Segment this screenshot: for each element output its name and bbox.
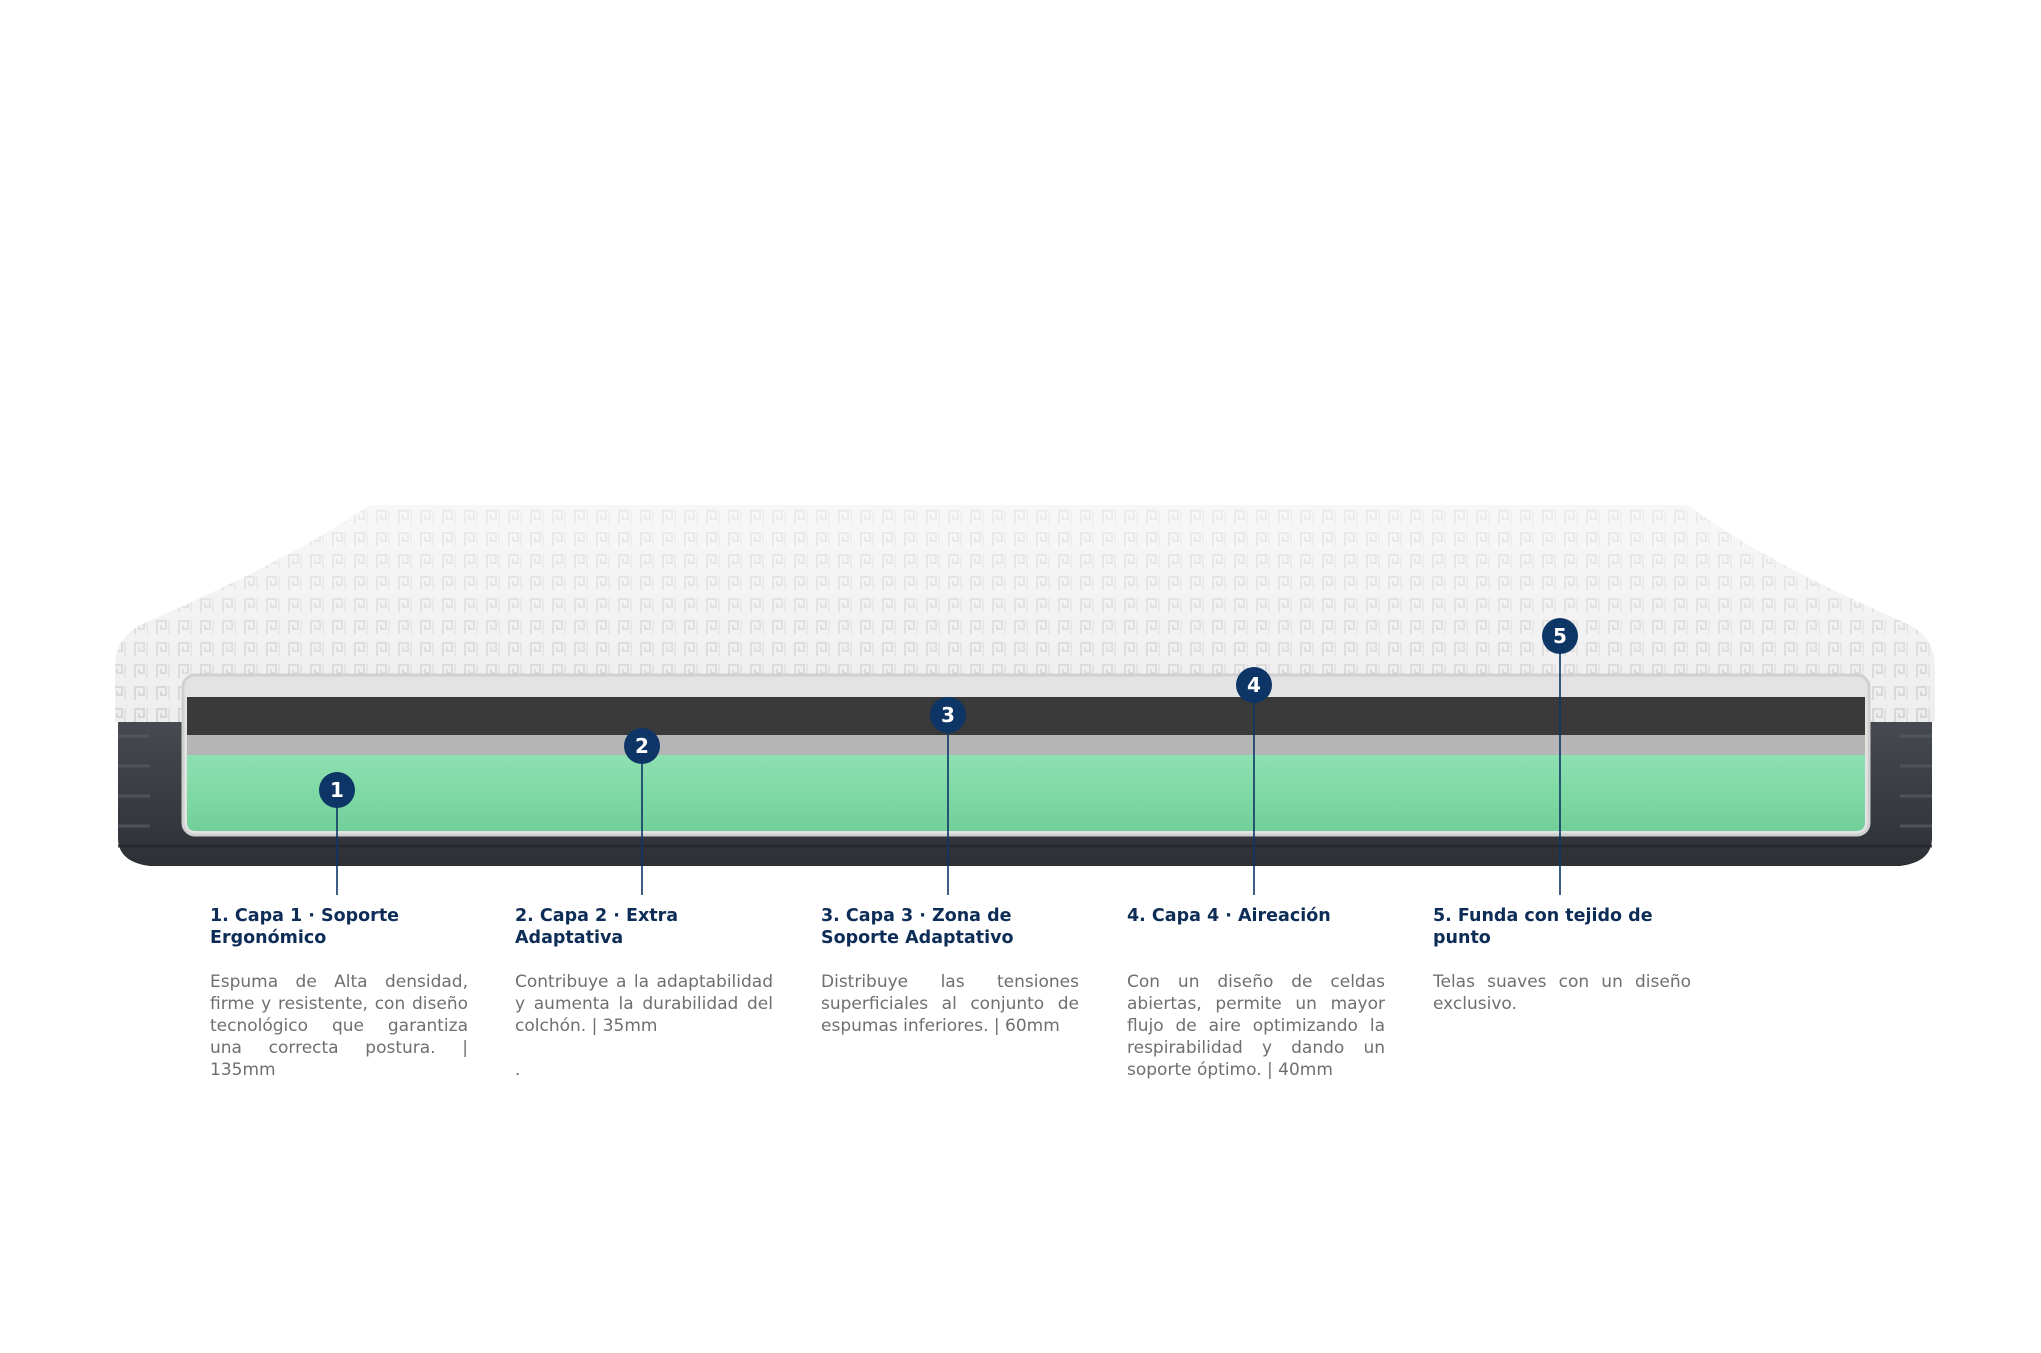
marker-1-number: 1 <box>330 778 344 802</box>
layer-5-info: 5. Funda con tejido de punto Telas suave… <box>1433 905 1691 1015</box>
marker-5-number: 5 <box>1553 624 1567 648</box>
layer-5-description: Telas suaves con un diseño exclusivo. <box>1433 972 1691 1014</box>
layer-2-description: Contribuye a la adaptabilidad y aumenta … <box>515 972 773 1036</box>
layer-1-green-foam <box>187 755 1865 831</box>
marker-5: 5 <box>1542 618 1578 654</box>
layer-4-title: 4. Capa 4 · Aireación <box>1127 906 1331 926</box>
layer-3-description: Distribuye las tensiones superficiales a… <box>821 972 1079 1036</box>
layer-2-info: 2. Capa 2 · Extra Adaptativa Contribuye … <box>515 905 773 1081</box>
marker-3-number: 3 <box>941 703 955 727</box>
layer-1-description: Espuma de Alta densidad, firme y resiste… <box>210 972 468 1080</box>
layer-4-info: 4. Capa 4 · Aireación Con un diseño de c… <box>1127 905 1385 1081</box>
marker-4-number: 4 <box>1247 673 1261 697</box>
layer-4-description: Con un diseño de celdas abiertas, permit… <box>1127 972 1385 1080</box>
layer-5-title: 5. Funda con tejido de punto <box>1433 906 1653 948</box>
marker-2: 2 <box>624 728 660 764</box>
marker-3: 3 <box>930 697 966 733</box>
layer-2-title: 2. Capa 2 · Extra Adaptativa <box>515 906 679 948</box>
marker-2-number: 2 <box>635 734 649 758</box>
border-ridges <box>118 734 1932 848</box>
layer-1-title: 1. Capa 1 · Soporte Ergonómico <box>210 906 400 948</box>
marker-4: 4 <box>1236 667 1272 703</box>
layer-4-aireacion <box>187 697 1865 735</box>
layer-3-info: 3. Capa 3 · Zona de Soporte Adaptativo D… <box>821 905 1079 1037</box>
marker-1: 1 <box>319 772 355 808</box>
layer-3-transition <box>187 735 1865 755</box>
layer-2-extra: . <box>515 1060 521 1080</box>
layer-1-info: 1. Capa 1 · Soporte Ergonómico Espuma de… <box>210 905 468 1081</box>
layer-3-title: 3. Capa 3 · Zona de Soporte Adaptativo <box>821 906 1014 948</box>
